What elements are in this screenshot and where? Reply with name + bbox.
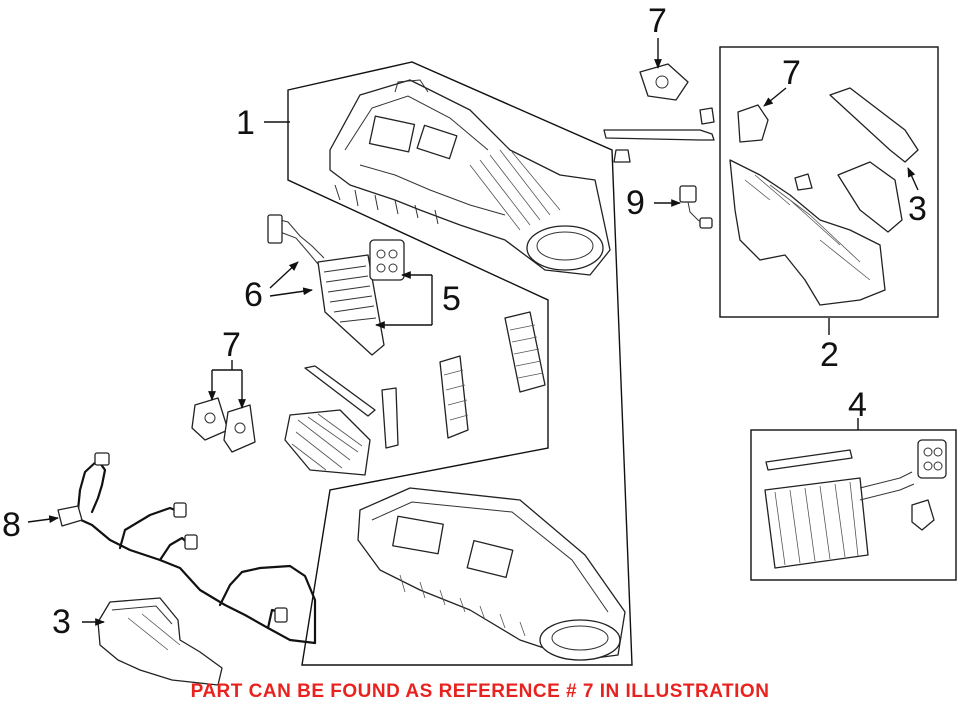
leader-8 [27,515,59,524]
callout-4: 4 [848,386,867,424]
leader-7-box [763,87,787,107]
foam-seal-part [369,239,405,281]
footer-note: PART CAN BE FOUND AS REFERENCE # 7 IN IL… [191,681,770,702]
leader-6-bottom [269,287,313,297]
callout-3-right: 3 [908,190,927,228]
lower-duct-part [97,597,223,686]
upper-housing-part [329,79,611,276]
blend-door-parts [284,311,546,476]
box-2-parts [729,87,919,306]
box-4-parts [764,439,947,569]
box-2-frame [719,46,939,318]
wiring-harness-part [57,452,317,645]
callout-7-box: 7 [782,54,801,92]
callout-1: 1 [236,104,255,142]
leader-7-left [212,360,242,371]
heater-core-part [267,214,385,356]
linkage-rod-part [603,107,715,163]
callout-3-left: 3 [52,603,71,641]
leader-6-top [269,261,299,289]
callout-2: 2 [820,336,839,374]
sensor-part [679,185,713,229]
top-actuator-part [639,63,689,101]
box-4-frame [750,429,957,581]
lower-housing-part [357,487,626,661]
callout-9: 9 [626,184,645,222]
callout-6: 6 [244,276,263,314]
leader-3-right [907,167,919,191]
callout-8: 8 [2,506,21,544]
actuator-pair-part [191,397,256,453]
main-assembly-outline [287,61,633,666]
callout-7-top: 7 [648,2,667,40]
callout-5: 5 [442,280,461,318]
callout-7-left: 7 [222,326,241,364]
